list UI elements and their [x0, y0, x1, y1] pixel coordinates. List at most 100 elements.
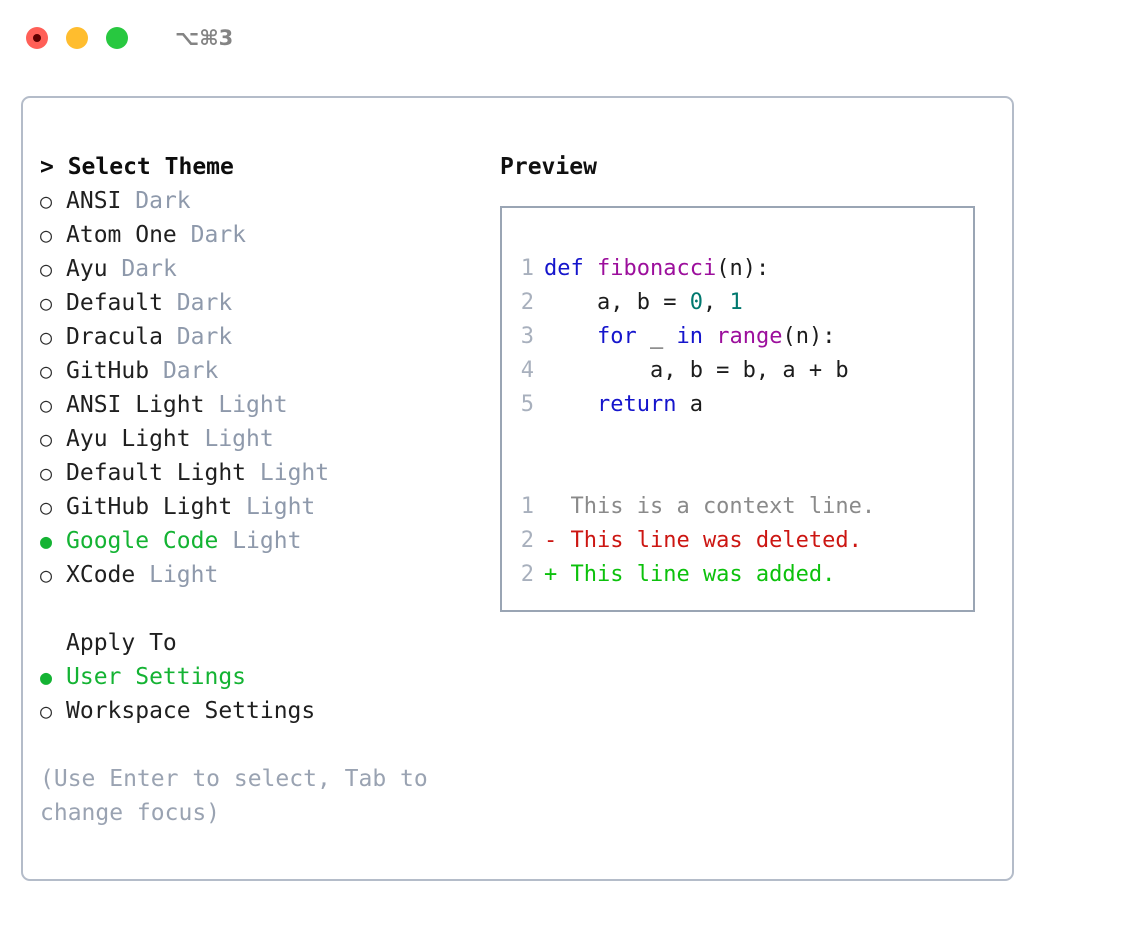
code-text: return a — [596, 392, 703, 417]
theme-variant-tag: Dark — [190, 222, 247, 248]
line-number: 1 — [520, 256, 534, 281]
minimize-button[interactable] — [66, 27, 88, 49]
theme-variant-tag: Light — [149, 562, 219, 588]
code-text: for _ in range(n): — [596, 324, 836, 349]
theme-variant-tag: Dark — [135, 188, 191, 214]
code-text: a, b = 0, 1 — [544, 290, 743, 315]
theme-list-item[interactable]: ○ ANSI Light Light — [40, 388, 500, 422]
apply-to-header: Apply To — [66, 630, 177, 656]
theme-variant-tag: Dark — [121, 256, 177, 282]
diff-line-deleted: 2 - This line was deleted. — [502, 524, 973, 558]
theme-list-item[interactable]: ○ XCode Light — [40, 558, 500, 592]
theme-variant-tag: Dark — [176, 290, 233, 316]
titlebar: ⌥⌘3 — [0, 0, 1140, 76]
radio-icon: ○ — [40, 257, 53, 281]
radio-icon: ○ — [40, 495, 53, 519]
diff-text: - This line was deleted. — [544, 528, 862, 553]
diff-sample: 1 This is a context line. 2 - This line w… — [502, 490, 973, 592]
radio-icon: ○ — [40, 393, 53, 417]
radio-icon: ○ — [40, 461, 53, 485]
panel-columns: > Select Theme ○ ANSI Dark ○ Atom One Dark… — [23, 98, 1012, 830]
code-text: def fibonacci(n): — [544, 256, 770, 281]
radio-icon: ○ — [40, 563, 53, 587]
theme-variant-tag: Light — [246, 494, 316, 520]
diff-line-context: 1 This is a context line. — [502, 490, 973, 524]
theme-variant-tag: Light — [218, 392, 288, 418]
theme-list-item[interactable]: ○ Default Light Light — [40, 456, 500, 490]
radio-icon: ○ — [40, 359, 53, 383]
code-sample: 1 def fibonacci(n): 2 a, b = 0, 1 3 for _… — [502, 252, 973, 422]
maximize-button[interactable] — [106, 27, 128, 49]
theme-name: ANSI Light — [66, 392, 205, 418]
radio-selected-icon: ● — [40, 665, 53, 689]
diff-line-added: 2 + This line was added. — [502, 558, 973, 592]
keyboard-shortcut-label: ⌥⌘3 — [175, 26, 234, 50]
theme-name: Default Light — [66, 460, 247, 486]
apply-to-item-workspace-settings[interactable]: ○ Workspace Settings — [40, 694, 500, 728]
theme-name: Google Code — [66, 528, 219, 554]
theme-variant-tag: Light — [204, 426, 274, 452]
theme-variant-tag: Dark — [162, 358, 219, 384]
main-panel: > Select Theme ○ ANSI Dark ○ Atom One Dark… — [21, 96, 1014, 881]
select-theme-header: > Select Theme — [40, 154, 234, 180]
theme-name: XCode — [66, 562, 136, 588]
code-line: 2 a, b = 0, 1 — [502, 286, 973, 320]
theme-name: Dracula — [66, 324, 163, 350]
code-preview-box: 1 def fibonacci(n): 2 a, b = 0, 1 3 for _… — [500, 206, 975, 612]
code-line: 1 def fibonacci(n): — [502, 252, 973, 286]
line-number: 3 — [520, 324, 534, 349]
theme-name: GitHub Light — [66, 494, 233, 520]
radio-icon: ○ — [40, 427, 53, 451]
preview-header: Preview — [500, 154, 597, 180]
theme-variant-tag: Light — [259, 460, 330, 486]
radio-icon: ○ — [40, 223, 53, 247]
preview-column: Preview 1 def fibonacci(n): 2 a, b = 0, 1… — [500, 150, 1012, 830]
code-line: 4 a, b = b, a + b — [502, 354, 973, 388]
radio-icon: ○ — [40, 699, 53, 723]
radio-icon: ○ — [40, 291, 53, 315]
line-number: 2 — [520, 290, 534, 315]
theme-list-item[interactable]: ○GitHub Dark — [40, 354, 500, 388]
theme-name: Atom One — [66, 222, 177, 248]
theme-name: ANSI — [66, 188, 122, 214]
theme-name: Ayu — [66, 256, 108, 282]
theme-variant-tag: Dark — [176, 324, 233, 350]
diff-text: + This line was added. — [544, 562, 836, 587]
theme-name: Default — [66, 290, 163, 316]
section-spacer — [40, 592, 500, 626]
theme-name: Ayu Light — [66, 426, 191, 452]
theme-list-item[interactable]: ○ Atom One Dark — [40, 218, 500, 252]
code-line: 5 return a — [502, 388, 973, 422]
code-line: 3 for _ in range(n): — [502, 320, 973, 354]
theme-selection-column: > Select Theme ○ ANSI Dark ○ Atom One Dark… — [40, 150, 500, 830]
window-controls — [26, 27, 128, 49]
theme-variant-tag: Light — [232, 528, 302, 554]
code-diff-spacer — [502, 456, 973, 490]
apply-to-label: User Settings — [66, 664, 247, 690]
apply-to-list: ● User Settings ○ Workspace Settings — [40, 660, 500, 728]
theme-list-item[interactable]: ○ Dracula Dark — [40, 320, 500, 354]
theme-list-item-selected[interactable]: ● Google Code Light — [40, 524, 500, 558]
radio-icon: ○ — [40, 189, 53, 213]
apply-to-item-user-settings[interactable]: ● User Settings — [40, 660, 500, 694]
code-diff-spacer — [502, 422, 973, 456]
line-number: 2 — [520, 528, 534, 553]
diff-text: This is a context line. — [544, 494, 876, 519]
theme-list: ○ ANSI Dark ○ Atom One Dark ○ Ayu Dark ○ Def… — [40, 184, 500, 592]
line-number: 5 — [520, 392, 534, 417]
close-button[interactable] — [26, 27, 48, 49]
line-number: 4 — [520, 358, 534, 383]
apply-to-label: Workspace Settings — [66, 698, 316, 724]
theme-list-item[interactable]: ○ GitHub Light Light — [40, 490, 500, 524]
theme-list-item[interactable]: ○ Ayu Dark — [40, 252, 500, 286]
line-number: 1 — [520, 494, 534, 519]
theme-list-item[interactable]: ○ ANSI Dark — [40, 184, 500, 218]
radio-selected-icon: ● — [40, 529, 53, 553]
line-number: 2 — [520, 562, 534, 587]
theme-list-item[interactable]: ○ Default Dark — [40, 286, 500, 320]
keyboard-hint-text: (Use Enter to select, Tab to change focu… — [40, 766, 442, 826]
radio-icon: ○ — [40, 325, 53, 349]
code-text: a, b = b, a + b — [544, 358, 849, 383]
theme-list-item[interactable]: ○ Ayu Light Light — [40, 422, 500, 456]
